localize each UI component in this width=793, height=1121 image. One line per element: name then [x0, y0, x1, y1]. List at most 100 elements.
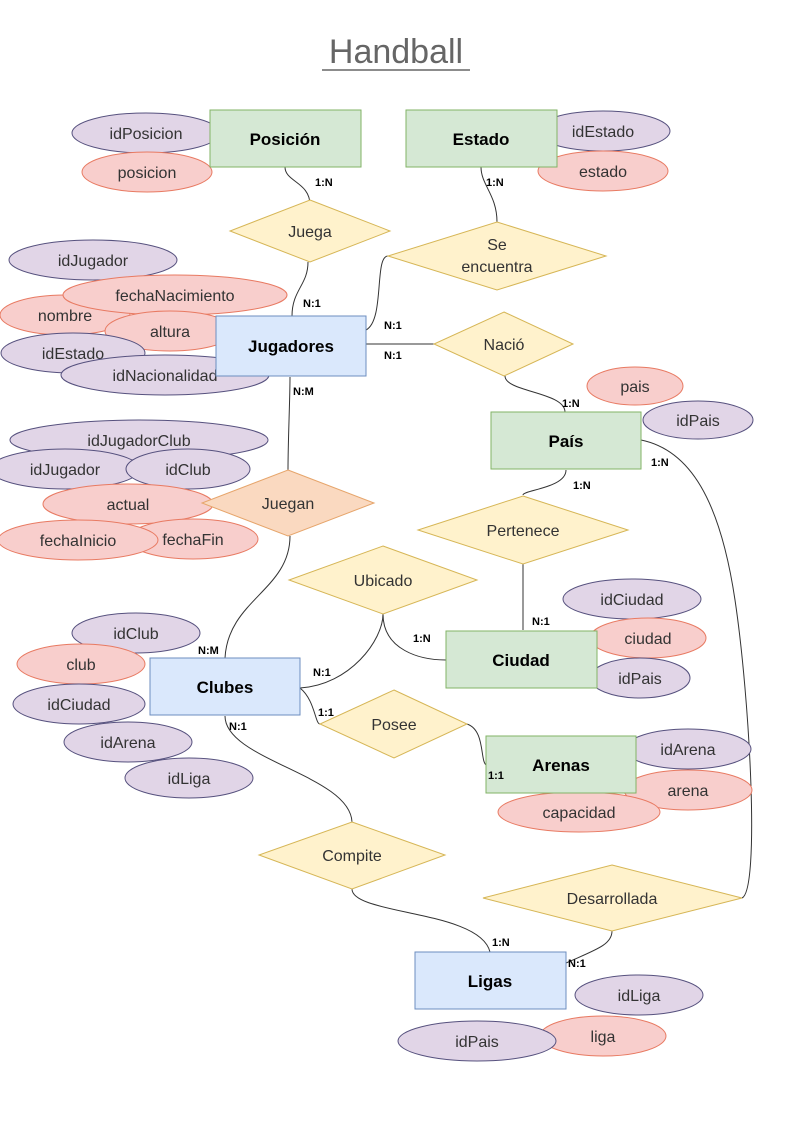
svg-text:Compite: Compite — [322, 848, 382, 865]
card-clubes-posee: 1:1 — [318, 707, 334, 719]
card-ligas-compite: 1:N — [492, 937, 510, 949]
entity-arenas: Arenas — [485, 735, 637, 794]
edge-juegan-clubes — [224, 535, 291, 659]
card-arenas-posee: 1:1 — [488, 770, 504, 782]
svg-text:idClub: idClub — [165, 462, 210, 479]
edge-posee-arenas — [466, 723, 487, 766]
svg-text:nombre: nombre — [38, 308, 92, 325]
svg-text:idLiga: idLiga — [168, 771, 211, 788]
svg-text:arena: arena — [668, 783, 709, 800]
svg-text:idPais: idPais — [676, 413, 720, 430]
relation-compite: Compite — [257, 821, 447, 890]
svg-text:idPais: idPais — [455, 1034, 499, 1051]
svg-text:fechaInicio: fechaInicio — [40, 533, 117, 550]
entity-estado: Estado — [405, 109, 558, 168]
svg-text:idEstado: idEstado — [572, 124, 634, 141]
svg-text:Nació: Nació — [484, 337, 525, 354]
attr-liga: liga — [539, 1015, 667, 1057]
attr-idpais-ligas: idPais — [397, 1020, 557, 1062]
attr-club: club — [16, 643, 146, 685]
attr-estado: estado — [537, 150, 669, 192]
relation-desarrollada: Desarrollada — [482, 864, 743, 932]
attr-idliga-ligas: idLiga — [574, 974, 704, 1016]
attr-idliga-clubes: idLiga — [124, 757, 254, 799]
svg-text:capacidad: capacidad — [543, 805, 616, 822]
svg-text:estado: estado — [579, 164, 627, 181]
attr-idarena-clubes: idArena — [63, 721, 193, 763]
attr-fechainicio: fechaInicio — [0, 519, 159, 561]
svg-text:idArena: idArena — [100, 735, 155, 752]
svg-text:club: club — [66, 657, 95, 674]
attr-idciudad-clubes: idCiudad — [12, 683, 146, 725]
relation-juegan: Juegan — [200, 469, 376, 537]
svg-text:pais: pais — [620, 379, 649, 396]
svg-text:ciudad: ciudad — [624, 631, 671, 648]
svg-text:posicion: posicion — [118, 165, 177, 182]
edge-compite-ligas — [351, 888, 491, 953]
attr-idposicion: idPosicion — [71, 112, 221, 154]
card-posicion-juega: 1:N — [315, 177, 333, 189]
edge-desarrollada-ligas — [565, 930, 613, 964]
svg-text:Ligas: Ligas — [468, 972, 512, 991]
edges — [224, 166, 753, 964]
svg-text:Arenas: Arenas — [532, 756, 590, 775]
card-ciudad-pertenece: N:1 — [532, 616, 550, 628]
diagram-title: Handball — [329, 33, 463, 71]
svg-text:idJugadorClub: idJugadorClub — [87, 433, 190, 450]
card-jugadores-juegan: N:M — [293, 386, 314, 398]
attr-ciudad: ciudad — [589, 617, 707, 659]
edge-ubicado-clubes — [299, 613, 384, 689]
card-ligas-desarrollada: N:1 — [568, 958, 586, 970]
edge-clubes-compite — [224, 715, 353, 823]
svg-text:País: País — [549, 432, 584, 451]
svg-text:idLiga: idLiga — [618, 988, 661, 1005]
edge-estado-seencuentra — [480, 166, 498, 223]
relation-posee: Posee — [318, 689, 469, 759]
edge-pais-pertenece — [522, 469, 567, 496]
attr-idclub-juegan: idClub — [125, 448, 251, 490]
attr-fechanacimiento: fechaNacimiento — [62, 274, 288, 316]
relation-se-encuentra: Se encuentra — [386, 221, 608, 291]
svg-text:idArena: idArena — [660, 742, 715, 759]
card-pais-nacio: 1:N — [562, 398, 580, 410]
edge-clubes-posee — [299, 687, 321, 725]
card-clubes-compite: N:1 — [229, 721, 247, 733]
svg-text:altura: altura — [150, 324, 190, 341]
entity-pais: País — [490, 411, 642, 470]
relation-pertenece: Pertenece — [416, 495, 630, 565]
attr-idciudad-ciudad: idCiudad — [562, 578, 702, 620]
edge-nacio-pais — [504, 375, 566, 413]
svg-text:Pertenece: Pertenece — [487, 523, 560, 540]
svg-text:Desarrollada: Desarrollada — [567, 891, 658, 908]
svg-text:idCiudad: idCiudad — [47, 697, 110, 714]
attr-fechafin: fechaFin — [127, 518, 259, 560]
edge-pais-desarrollada — [640, 439, 753, 899]
attr-idpais-ciudad: idPais — [589, 657, 691, 699]
svg-text:Jugadores: Jugadores — [248, 337, 334, 356]
card-pais-pertenece: 1:N — [573, 480, 591, 492]
svg-text:idEstado: idEstado — [42, 346, 104, 363]
card-clubes-juegan: N:M — [198, 645, 219, 657]
relation-ubicado: Ubicado — [287, 545, 479, 615]
cardinality-labels: 1:N 1:N N:1 N:1 N:1 N:M 1:N 1:N 1:N N:1 … — [198, 177, 669, 970]
edge-ubicado-ciudad — [382, 613, 447, 661]
svg-text:Ubicado: Ubicado — [354, 573, 413, 590]
attr-idpais-pais: idPais — [642, 400, 754, 440]
svg-text:Posición: Posición — [250, 130, 321, 149]
card-jugadores-nacio: N:1 — [384, 350, 402, 362]
svg-text:fechaFin: fechaFin — [162, 532, 223, 549]
entity-jugadores: Jugadores — [215, 315, 367, 377]
svg-text:encuentra: encuentra — [461, 259, 532, 276]
svg-text:idPais: idPais — [618, 671, 662, 688]
svg-text:Clubes: Clubes — [197, 678, 254, 697]
attr-actual: actual — [42, 483, 214, 525]
attr-idestado-estado: idEstado — [535, 110, 671, 152]
svg-text:Estado: Estado — [453, 130, 510, 149]
card-clubes-ubicado: N:1 — [313, 667, 331, 679]
svg-text:Se: Se — [487, 237, 507, 254]
attr-idclub-clubes: idClub — [71, 612, 201, 654]
svg-text:fechaNacimiento: fechaNacimiento — [115, 288, 234, 305]
edge-juega-jugadores — [291, 261, 309, 317]
entity-ciudad: Ciudad — [445, 630, 598, 689]
attr-posicion: posicion — [81, 151, 213, 193]
